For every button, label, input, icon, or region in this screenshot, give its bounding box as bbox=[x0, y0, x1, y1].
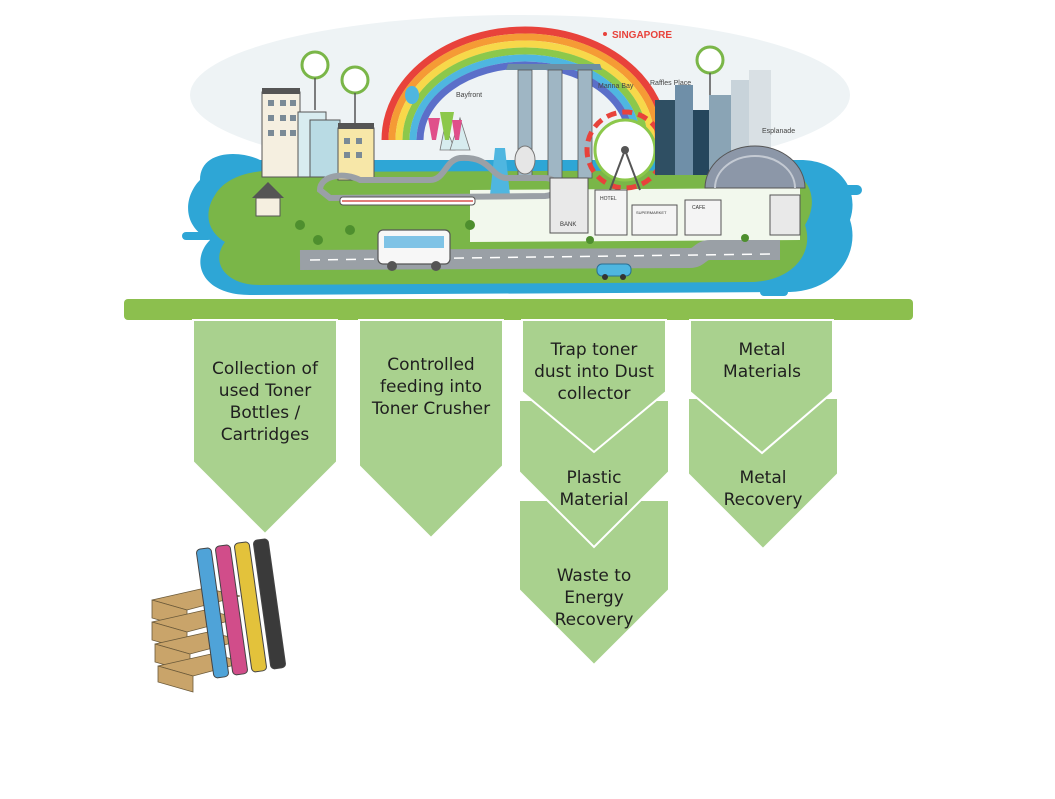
trees bbox=[295, 220, 749, 245]
cartridge-box bbox=[157, 665, 194, 693]
supertree-gardens bbox=[428, 112, 462, 140]
toner-bottle-magenta bbox=[215, 544, 248, 676]
landmark-label: Raffles Place bbox=[650, 80, 691, 87]
eco-icon-badges bbox=[300, 45, 725, 125]
esplanade-dome bbox=[704, 145, 806, 189]
toner-bottle-yellow bbox=[234, 541, 267, 673]
bus bbox=[377, 229, 451, 271]
shop-sign: SUPERMARKET bbox=[636, 210, 667, 215]
step-label-collection: Collection of used Toner Bottles / Cartr… bbox=[212, 359, 318, 445]
main-road bbox=[299, 240, 780, 270]
water-ripple bbox=[760, 288, 788, 296]
step-label-metal-recovery: Metal Recovery bbox=[723, 468, 803, 510]
step-label-energy: Waste to Energy Recovery bbox=[554, 566, 634, 630]
city-name-label: SINGAPORE bbox=[612, 30, 672, 41]
chevron-collection bbox=[192, 319, 338, 536]
process-chevrons bbox=[192, 319, 839, 667]
hot-air-balloon-icon bbox=[405, 86, 419, 104]
step-label-metal-materials: Metal Materials bbox=[723, 340, 801, 382]
car bbox=[596, 263, 632, 280]
shop-sign: CAFE bbox=[692, 205, 706, 211]
toner-bottle-cyan bbox=[196, 547, 229, 679]
residential-buildings bbox=[252, 88, 375, 217]
chevron-metal-materials bbox=[689, 319, 834, 455]
lightbulb-icon bbox=[300, 50, 330, 80]
waterfall bbox=[490, 148, 510, 195]
chevron-dust bbox=[521, 319, 667, 454]
toner-bottle-black bbox=[253, 538, 286, 670]
chevron-energy bbox=[518, 499, 670, 667]
shop-sign: HOTEL bbox=[600, 196, 617, 202]
merlion-statue bbox=[514, 145, 536, 175]
landmark-label: Marina Bay bbox=[598, 83, 634, 90]
toner-cartridges-image bbox=[151, 538, 286, 693]
shop-sign: BANK bbox=[560, 222, 576, 228]
step-label-crushing: Controlled feeding into Toner Crusher bbox=[371, 355, 491, 419]
step-label-dust: Trap toner dust into Dust collector bbox=[534, 340, 654, 404]
step-label-plastic: Plastic Material bbox=[559, 468, 629, 510]
water-ripple bbox=[182, 232, 212, 240]
street-shops bbox=[549, 177, 801, 236]
chevron-crushing bbox=[358, 319, 504, 540]
landmark-label: Bayfront bbox=[456, 92, 482, 99]
platform-bar bbox=[124, 299, 913, 320]
recycle-icon bbox=[695, 45, 725, 75]
water-ripple bbox=[820, 185, 862, 195]
landmark-label: Esplanade bbox=[762, 128, 795, 135]
water-drop-icon bbox=[340, 65, 370, 95]
singapore-city-illustration: SINGAPORE Bayfront Marina Bay Raffles Pl… bbox=[182, 15, 862, 296]
location-pin-icon bbox=[603, 32, 607, 36]
